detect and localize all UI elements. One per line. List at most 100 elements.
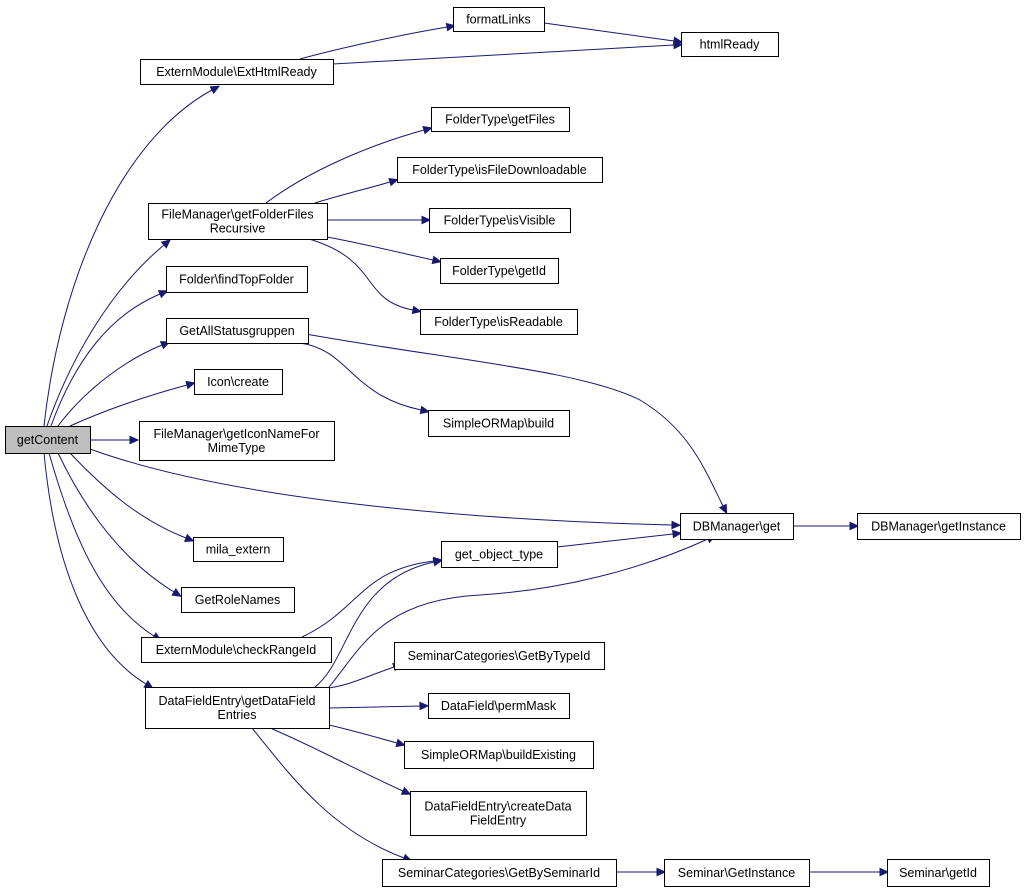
node-box [680,513,794,540]
node-label: GetRoleNames [195,593,280,607]
edge-line [314,561,435,688]
node-label: SimpleORMap\build [443,417,554,431]
node-label: Folder\findTopFolder [179,273,294,287]
node-label: Recursive [210,222,266,236]
node-mila-extern[interactable]: mila_extern [193,537,284,562]
edge-line [265,129,425,204]
node-label: GetAllStatusgruppen [179,324,294,338]
node-formatlinks[interactable]: formatLinks [453,7,545,32]
node-label: ExternModule\ExtHtmlReady [156,65,317,79]
edge-datafieldentry-getdatafieldentries-to-seminarcategories-getbyseminarid [251,727,413,862]
arrow-head-icon [672,529,683,539]
edge-getcontent-to-externmodule-checkrangeid [48,452,162,641]
arrow-head-icon [672,36,684,46]
node-box [428,693,570,719]
node-box [453,7,545,32]
node-label: formatLinks [466,13,531,27]
node-seminarcategories-getbytypeid[interactable]: SeminarCategories\GetByTypeId [394,642,605,670]
node-label: FileManager\getIconNameFor [153,427,319,441]
node-label: Entries [218,708,257,722]
node-externmodule-exthtmlready[interactable]: ExternModule\ExtHtmlReady [140,59,334,85]
edge-getcontent-to-filemanager-getfolderfilesrecursive [46,239,172,427]
arrow-head-icon [395,738,406,748]
node-box [857,513,1021,540]
arrow-head-icon [419,405,430,415]
edge-line [556,533,674,548]
node-box [428,410,570,437]
arrow-head-icon [400,786,412,795]
node-box [664,859,810,887]
edge-externmodule-exthtmlready-to-formatlinks [299,22,457,60]
node-box [429,208,571,233]
node-label: FileManager\getFolderFiles [161,208,313,222]
node-foldertype-isvisible[interactable]: FolderType\isVisible [429,208,571,233]
node-label: FolderType\isReadable [434,315,563,329]
node-label: Icon\create [207,375,269,389]
edge-externmodule-checkrangeid-to-get-object-type [301,556,444,638]
edge-filemanager-getfolderfilesrecursive-to-foldertype-getid [326,236,442,265]
edge-seminar-getinstance-to-seminar-getid [809,867,890,877]
node-label: DataFieldEntry\createData [424,800,571,814]
node-label: Seminar\getId [899,866,977,880]
arrow-head-icon [411,305,423,315]
node-foldertype-getid[interactable]: FolderType\getId [440,258,559,284]
node-box [145,687,330,729]
node-label: ExternModule\checkRangeId [156,643,317,657]
node-box [441,541,558,568]
edge-line [269,727,404,792]
node-foldertype-isreadable[interactable]: FolderType\isReadable [420,309,578,335]
edge-line [48,452,155,637]
node-folder-findtopfolder[interactable]: Folder\findTopFolder [166,266,308,293]
node-simpleormap-buildexisting[interactable]: SimpleORMap\buildExisting [404,741,594,769]
arrow-head-icon [157,290,169,299]
node-box [166,318,309,344]
node-box [181,587,295,613]
node-getcontent[interactable]: getContent [5,426,91,454]
edge-seminarcategories-getbyseminarid-to-seminar-getinstance [616,867,667,877]
arrow-head-icon [656,867,667,877]
node-dbmanager-get[interactable]: DBManager\get [680,513,794,540]
node-box [887,859,990,887]
edge-line [543,22,675,42]
edge-filemanager-getfolderfilesrecursive-to-foldertype-isreadable [308,238,423,315]
node-get-object-type[interactable]: get_object_type [441,541,558,568]
edge-line [332,44,675,65]
arrow-head-icon [419,701,430,711]
node-label: DBManager\get [693,520,781,534]
edge-getcontent-to-getrolenames [57,452,182,597]
node-externmodule-checkrangeid[interactable]: ExternModule\checkRangeId [141,637,332,663]
edge-formatlinks-to-htmlready [543,22,684,46]
node-icon-create[interactable]: Icon\create [194,369,283,395]
node-label: Seminar\GetInstance [678,866,795,880]
edge-getcontent-to-mila-extern [69,452,195,542]
node-seminar-getid[interactable]: Seminar\getId [887,859,990,887]
edge-getcontent-to-folder-findtopfolder [50,290,169,427]
arrow-head-icon [671,520,682,530]
node-htmlready[interactable]: htmlReady [681,32,779,57]
edge-line [69,384,188,427]
node-box [382,859,617,887]
node-getallstatusgruppen[interactable]: GetAllStatusgruppen [166,318,309,344]
node-foldertype-getfiles[interactable]: FolderType\getFiles [431,107,570,132]
node-dbmanager-getinstance[interactable]: DBManager\getInstance [857,513,1021,540]
node-simpleormap-build[interactable]: SimpleORMap\build [428,410,570,437]
edge-line [299,332,724,507]
edge-filemanager-getfolderfilesrecursive-to-foldertype-isvisible [327,215,432,225]
edge-line [57,344,163,427]
node-box [440,258,559,284]
arrow-head-icon [422,125,433,135]
edges-layer [43,22,890,877]
node-foldertype-isfiledownloadable[interactable]: FolderType\isFileDownloadable [397,157,603,183]
node-seminarcategories-getbyseminarid[interactable]: SeminarCategories\GetBySeminarId [382,859,617,887]
node-datafield-permmask[interactable]: DataField\permMask [428,693,570,719]
edge-getcontent-to-icon-create [69,380,196,427]
arrow-head-icon [171,587,182,597]
node-getrolenames[interactable]: GetRoleNames [181,587,295,613]
node-seminar-getinstance[interactable]: Seminar\GetInstance [664,859,810,887]
edge-line [328,666,395,689]
edge-get-object-type-to-dbmanager-get [556,529,683,548]
